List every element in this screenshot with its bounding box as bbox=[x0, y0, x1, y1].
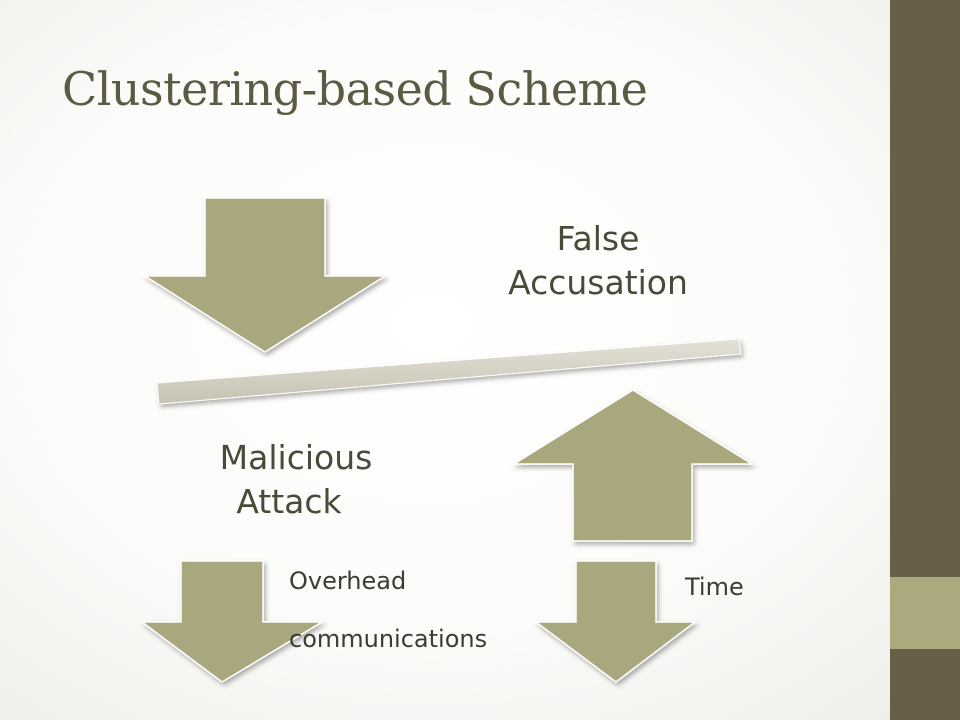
false-accusation-label: False Accusation bbox=[478, 217, 718, 305]
slide-title: Clustering-based Scheme bbox=[62, 62, 648, 116]
time-label: Time bbox=[685, 573, 744, 601]
malicious-attack-line-2: Attack bbox=[236, 482, 342, 521]
false-accusation-line-1: False bbox=[556, 219, 640, 258]
malicious-attack-line-1: Malicious bbox=[219, 438, 373, 477]
communications-label: communications bbox=[289, 625, 488, 653]
large-up-arrow-icon bbox=[511, 389, 755, 542]
malicious-attack-label: Malicious Attack bbox=[176, 436, 416, 524]
small-down-arrow-left-icon bbox=[139, 560, 325, 683]
overhead-label: Overhead bbox=[289, 567, 407, 595]
large-down-arrow-icon bbox=[142, 197, 388, 353]
balance-beam bbox=[156, 338, 742, 405]
false-accusation-line-2: Accusation bbox=[508, 263, 688, 302]
small-down-arrow-right-icon bbox=[533, 560, 698, 683]
sidebar-accent-block bbox=[890, 577, 960, 649]
